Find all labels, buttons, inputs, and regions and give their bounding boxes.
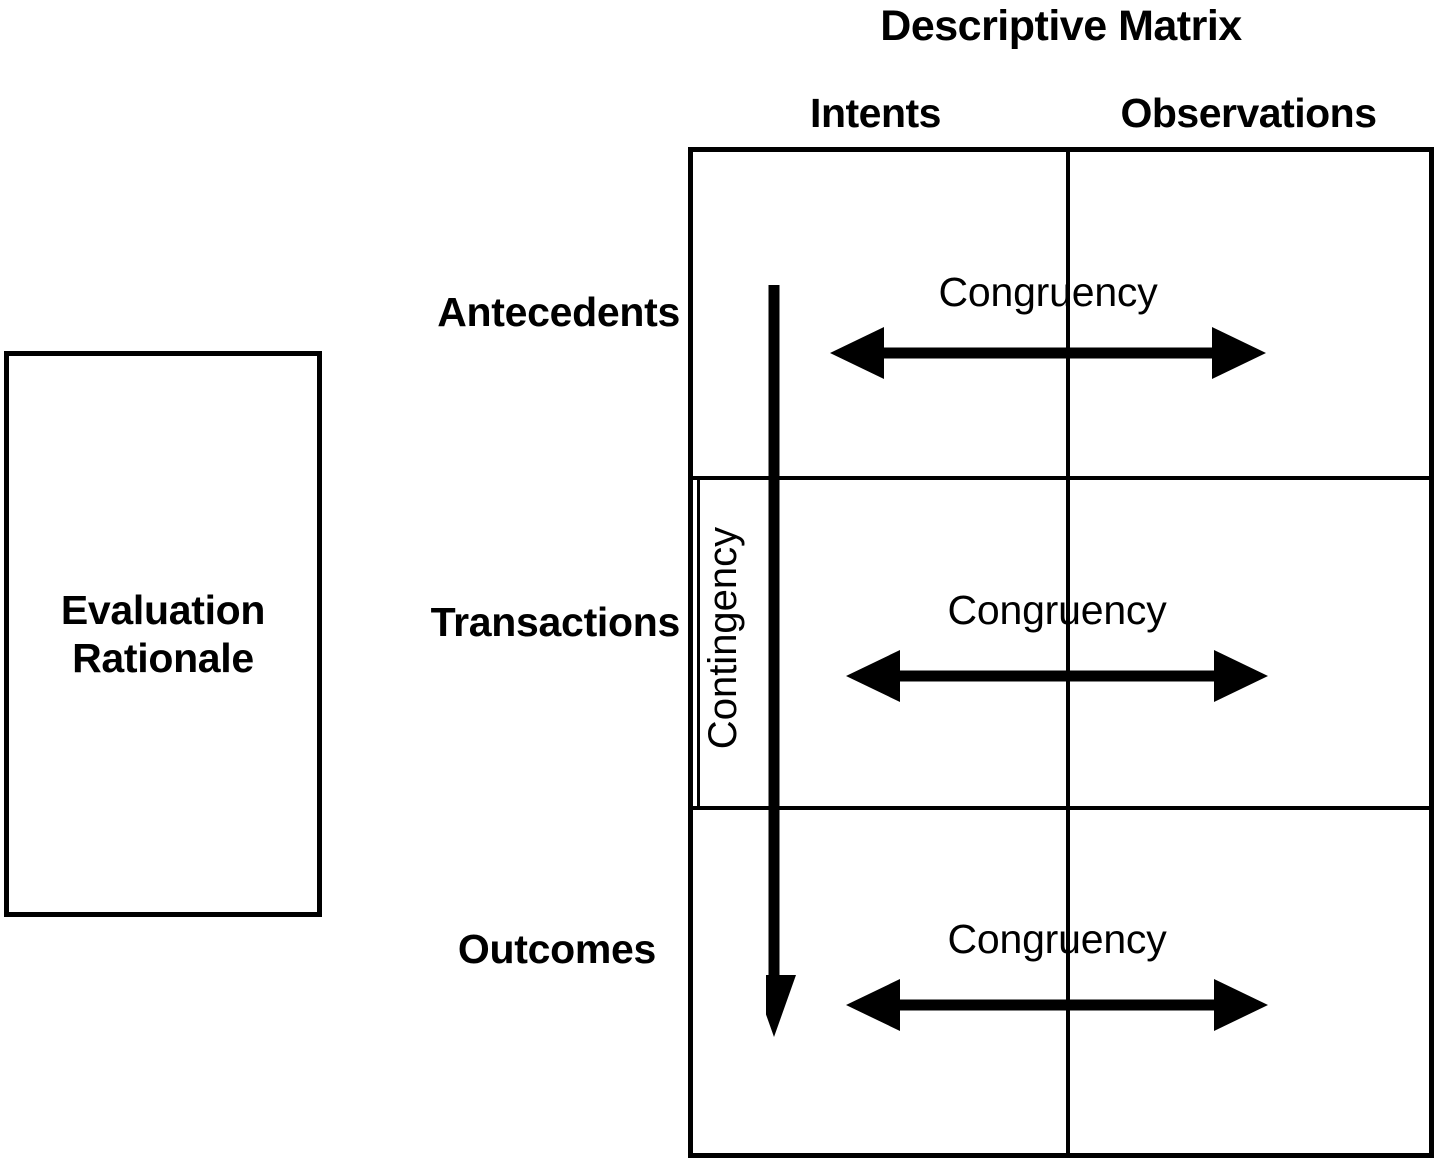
contingency-label: Contingency bbox=[701, 526, 745, 750]
row-label-antecedents: Antecedents bbox=[437, 289, 680, 335]
congruency-group-outcomes: Congruency bbox=[846, 915, 1268, 1031]
column-divider bbox=[1066, 152, 1070, 1153]
congruency-arrow-icon bbox=[830, 326, 1266, 380]
row-divider bbox=[693, 806, 1429, 810]
descriptive-matrix-grid bbox=[688, 147, 1434, 1158]
row-divider bbox=[693, 476, 1429, 480]
page-title: Descriptive Matrix bbox=[880, 2, 1242, 50]
contingency-gutter-line bbox=[697, 476, 700, 806]
congruency-arrow-icon bbox=[846, 649, 1268, 703]
row-label-outcomes: Outcomes bbox=[457, 926, 656, 972]
congruency-label: Congruency bbox=[938, 269, 1158, 315]
congruency-label: Congruency bbox=[947, 916, 1167, 962]
column-header-intents: Intents bbox=[810, 90, 941, 136]
row-label-transactions: Transactions bbox=[430, 599, 681, 645]
contingency-arrow-icon bbox=[766, 285, 810, 1037]
congruency-label: Congruency bbox=[947, 587, 1167, 633]
evaluation-rationale-label: Evaluation Rationale bbox=[60, 587, 266, 681]
congruency-group-antecedents: Congruency bbox=[830, 268, 1266, 380]
column-header-observations: Observations bbox=[1120, 90, 1377, 136]
congruency-arrow-icon bbox=[846, 978, 1268, 1032]
evaluation-rationale-box: Evaluation Rationale bbox=[4, 351, 322, 917]
congruency-group-transactions: Congruency bbox=[846, 586, 1268, 702]
